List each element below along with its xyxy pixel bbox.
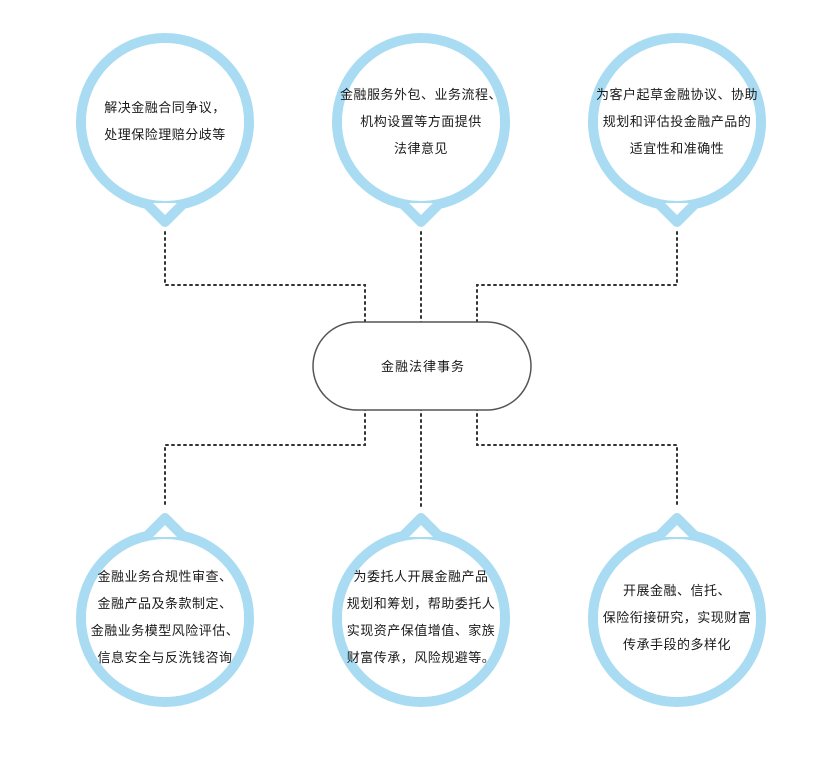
node-text-top-center: 金融服务外包、业务流程、 机构设置等方面提供 法律意见: [340, 62, 503, 182]
connector-bottom-left: [164, 407, 366, 509]
center-pill: [312, 321, 532, 411]
node-line: 金融业务模型风险评估、: [90, 624, 240, 639]
node-line: 规划和筹划，帮助委托人: [346, 597, 496, 612]
bubble-pointer: [392, 193, 450, 227]
bubble-fill: [342, 539, 500, 697]
bubble-pointer: [392, 513, 450, 547]
connector-lines: [164, 231, 678, 509]
node-text-bottom-center: 为委托人开展金融产品 规划和筹划，帮助委托人 实现资产保值增值、家族 财富传承，…: [341, 558, 501, 678]
node-line: 为委托人开展金融产品: [353, 570, 489, 585]
center-label: 金融法律事务: [380, 359, 465, 375]
node-line: 法律意见: [393, 141, 448, 157]
node-line: 财富传承，风险规避等。: [346, 651, 496, 666]
bubble-fill: [86, 539, 244, 697]
bubble-pointer: [648, 193, 706, 227]
bubble-pointer: [136, 193, 194, 227]
node-line: 实现资产保值增值、家族: [346, 624, 496, 639]
connector-top-right: [476, 231, 678, 331]
node-text-bottom-right: 开展金融、信托、 保险衔接研究，实现财富 传承手段的多样化: [597, 558, 757, 678]
bubble-fill: [86, 43, 244, 201]
bubble-top-left: [76, 33, 254, 227]
node-text-top-right: 为客户起草金融协议、协助 规划和评估投金融产品的 适宜性和准确性: [596, 62, 759, 182]
bubble-top-right: [588, 33, 766, 227]
node-line: 机构设置等方面提供: [360, 114, 482, 130]
node-line: 开展金融、信托、: [622, 583, 731, 599]
node-line: 金融服务外包、业务流程、: [340, 87, 503, 103]
connector-bottom-right: [476, 407, 678, 509]
bubble-pointer: [648, 513, 706, 547]
bubble-bottom-right: [588, 513, 766, 707]
node-line: 适宜性和准确性: [629, 141, 725, 157]
bubble-fill: [342, 43, 500, 201]
node-line: 规划和评估投金融产品的: [602, 114, 752, 130]
node-line: 保险衔接研究，实现财富: [602, 610, 752, 626]
bubble-bottom-left: [76, 513, 254, 707]
node-line: 解决金融合同争议，: [104, 101, 226, 116]
bubble-pointer: [136, 513, 194, 547]
node-text-top-left: 解决金融合同争议， 处理保险理赔分歧等: [85, 62, 245, 182]
node-line: 传承手段的多样化: [622, 637, 731, 653]
bubble-fill: [598, 539, 756, 697]
node-line: 金融业务合规性审查、: [97, 570, 233, 585]
node-text-bottom-left: 金融业务合规性审查、 金融产品及条款制定、 金融业务模型风险评估、 信息安全与反…: [85, 558, 245, 678]
connector-top-left: [164, 231, 366, 331]
bubble-bottom-center: [332, 513, 510, 707]
node-line: 为客户起草金融协议、协助: [596, 87, 759, 103]
node-line: 处理保险理赔分歧等: [104, 128, 226, 143]
node-line: 金融产品及条款制定、: [97, 597, 233, 612]
bubble-top-center: [332, 33, 510, 227]
node-line: 信息安全与反洗钱咨询: [97, 651, 233, 666]
bubble-fill: [598, 43, 756, 201]
